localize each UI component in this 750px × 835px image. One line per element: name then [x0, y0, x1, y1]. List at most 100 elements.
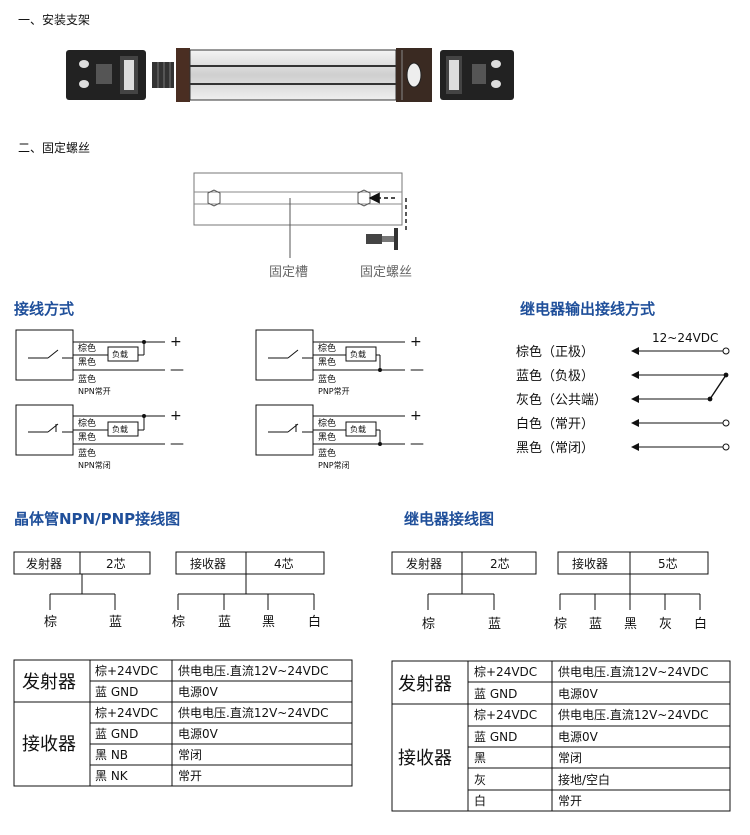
relay-table-cell: 棕+24VDC	[474, 664, 537, 679]
relay-row-black: 黑色（常闭）	[516, 440, 594, 456]
relay-emitter-cores: 2芯	[490, 557, 510, 571]
npn-nc-minus: —	[170, 436, 184, 452]
npn-no-wire-blue: 蓝色	[78, 373, 96, 385]
relay-emitter-box: 发射器 2芯 棕 蓝	[391, 551, 537, 632]
pnp-nc-caption: PNP常闭	[318, 461, 350, 470]
transistor-receiver-wire-blue: 蓝	[218, 615, 231, 630]
pnp-no-wire-black: 黑色	[318, 356, 336, 368]
npn-nc-wire-blue: 蓝色	[78, 447, 96, 459]
transistor-table-cell: 常闭	[178, 748, 202, 762]
groove-label: 固定槽	[269, 265, 308, 280]
pnp-nc-wire-brown: 棕色	[318, 417, 336, 429]
transistor-emitter-box: 发射器 2芯 棕 蓝	[13, 551, 151, 630]
npn-no-wire-brown: 棕色	[78, 342, 96, 354]
pnp-no-wire-blue: 蓝色	[318, 373, 336, 385]
relay-table-cell: 蓝 GND	[474, 687, 517, 701]
relay-table-emitter: 发射器	[398, 674, 452, 695]
transistor-receiver-cores: 4芯	[274, 557, 294, 571]
transistor-table-cell: 常开	[178, 769, 202, 783]
relay-receiver-wire-black: 黑	[624, 617, 637, 632]
relay-row-blue: 蓝色（负极）	[516, 368, 594, 384]
right-bracket	[440, 50, 514, 100]
relay-receiver-wire-brown: 棕	[554, 617, 567, 632]
circuit-npn-no: 棕色 黑色 负载 蓝色 NPN常开 + —	[15, 329, 184, 396]
transistor-table-cell: 棕+24VDC	[95, 705, 158, 720]
relay-table-cell: 供电电压.直流12V~24VDC	[558, 665, 708, 679]
npn-no-wire-black: 黑色	[78, 356, 96, 368]
transistor-table-cell: 黑 NB	[95, 748, 128, 762]
pnp-nc-wire-blue: 蓝色	[318, 447, 336, 459]
transistor-table-cell: 电源0V	[178, 685, 219, 699]
npn-no-caption: NPN常开	[78, 387, 111, 396]
relay-receiver-box: 接收器 5芯 棕 蓝 黑 灰 白	[554, 551, 709, 632]
npn-nc-plus: +	[170, 408, 182, 424]
transistor-table-cell: 供电电压.直流12V~24VDC	[178, 706, 328, 720]
relay-receiver-label: 接收器	[572, 556, 608, 571]
transistor-table-emitter: 发射器	[22, 672, 76, 693]
transistor-receiver-wire-white: 白	[308, 614, 321, 630]
npn-no-minus: —	[170, 362, 184, 378]
npn-nc-load: 负载	[112, 424, 128, 434]
transistor-table: 发射器 接收器 棕+24VDC 供电电压.直流12V~24VDC 蓝 GND 电…	[13, 659, 353, 787]
pnp-no-plus: +	[410, 334, 422, 350]
relay-output-voltage: 12~24VDC	[652, 331, 718, 345]
transistor-table-cell: 黑 NK	[95, 769, 129, 783]
relay-title: 继电器接线图	[404, 510, 494, 528]
relay-table-cell: 蓝 GND	[474, 730, 517, 744]
section-bracket-title: 一、安装支架	[18, 12, 90, 27]
bracket-illustration	[66, 48, 514, 102]
relay-row-white: 白色（常开）	[516, 416, 594, 432]
relay-row-gray: 灰色（公共端）	[516, 392, 607, 408]
npn-nc-wire-black: 黑色	[78, 431, 96, 443]
transistor-receiver-wire-brown: 棕	[172, 615, 185, 630]
relay-table-cell: 常开	[558, 794, 582, 808]
section-screw-title: 二、固定螺丝	[18, 140, 90, 155]
transistor-emitter-cores: 2芯	[106, 557, 126, 571]
pnp-nc-wire-black: 黑色	[318, 431, 336, 443]
transistor-table-cell: 棕+24VDC	[95, 663, 158, 678]
transistor-table-receiver: 接收器	[22, 734, 76, 755]
transistor-table-cell: 电源0V	[178, 727, 219, 741]
transistor-receiver-box: 接收器 4芯 棕 蓝 黑 白	[172, 551, 325, 630]
relay-table-cell: 电源0V	[558, 730, 599, 744]
screw-illustration: 固定槽 固定螺丝	[193, 172, 412, 280]
transistor-table-cell: 供电电压.直流12V~24VDC	[178, 664, 328, 678]
pnp-nc-minus: —	[410, 436, 424, 452]
transistor-emitter-label: 发射器	[26, 556, 62, 571]
npn-no-load: 负载	[112, 349, 128, 359]
relay-table: 发射器 接收器 棕+24VDC 供电电压.直流12V~24VDC 蓝 GND 电…	[391, 660, 731, 812]
relay-table-receiver: 接收器	[398, 748, 452, 769]
screw-part	[366, 228, 398, 250]
circuit-pnp-nc: 棕色 黑色 负载 蓝色 PNP常闭 + —	[255, 404, 424, 470]
sensor-body	[176, 48, 432, 102]
relay-emitter-wire-blue: 蓝	[488, 617, 501, 632]
transistor-emitter-wire-blue: 蓝	[109, 615, 122, 630]
screw-label: 固定螺丝	[360, 265, 412, 280]
npn-no-plus: +	[170, 334, 182, 350]
relay-receiver-cores: 5芯	[658, 557, 678, 571]
relay-table-cell: 棕+24VDC	[474, 707, 537, 722]
relay-output-diagram: 12~24VDC 棕色（正极） 蓝色（负极） 灰色（公共端） 白色（常开） 黑色…	[516, 331, 730, 456]
relay-row-brown: 棕色（正极）	[516, 344, 594, 360]
transistor-table-cell: 蓝 GND	[95, 727, 138, 741]
transistor-emitter-wire-brown: 棕	[44, 615, 57, 630]
relay-table-cell: 白	[474, 793, 486, 808]
transistor-title: 晶体管NPN/PNP接线图	[14, 510, 180, 528]
relay-table-cell: 灰	[474, 773, 486, 787]
transistor-receiver-wire-black: 黑	[262, 615, 275, 630]
wiring-title: 接线方式	[14, 300, 74, 318]
relay-receiver-wire-blue: 蓝	[589, 617, 602, 632]
left-bracket	[66, 50, 146, 100]
relay-emitter-label: 发射器	[406, 556, 442, 571]
cable-connector	[152, 62, 174, 88]
npn-nc-wire-brown: 棕色	[78, 417, 96, 429]
relay-table-cell: 接地/空白	[558, 772, 610, 787]
pnp-nc-plus: +	[410, 408, 422, 424]
pnp-no-load: 负载	[350, 349, 366, 359]
relay-table-cell: 黑	[474, 751, 486, 765]
relay-emitter-wire-brown: 棕	[422, 617, 435, 632]
relay-receiver-wire-gray: 灰	[659, 617, 672, 632]
pnp-no-caption: PNP常开	[318, 387, 350, 396]
circuit-pnp-no: 棕色 黑色 负载 蓝色 PNP常开 + —	[255, 329, 424, 396]
